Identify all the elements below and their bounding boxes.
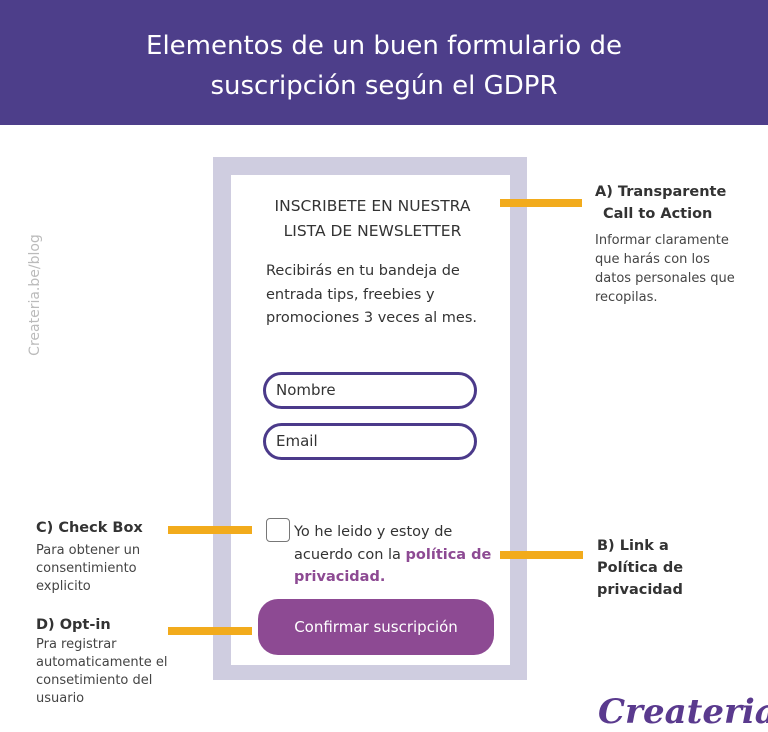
page-title: Elementos de un buen formulario de suscr… [0, 26, 768, 106]
annotation-d: D) Opt-in Pra registrar automaticamente … [36, 614, 176, 708]
title-line-2: suscripción según el GDPR [210, 71, 558, 101]
header-banner [0, 0, 768, 125]
annotation-c-title: C) Check Box [36, 520, 143, 536]
createria-logo: Createria [598, 692, 768, 732]
confirm-subscription-button[interactable]: Confirmar suscripción [258, 599, 494, 655]
annotation-a-subtitle: Call to Action [603, 206, 713, 222]
consent-checkbox[interactable] [266, 518, 290, 542]
annotation-a: A) Transparente Call to Action Informar … [595, 181, 765, 307]
annotation-c: C) Check Box Para obtener un consentimie… [36, 517, 161, 596]
title-line-1: Elementos de un buen formulario de [146, 31, 622, 61]
consent-label: Yo he leido y estoy de acuerdo con la [294, 524, 453, 563]
form-title-line-1: INSCRIBETE EN NUESTRA [274, 197, 471, 215]
annotation-d-title: D) Opt-in [36, 617, 111, 633]
annotation-a-title: A) Transparente [595, 184, 727, 200]
annotation-a-description: Informar claramente que harás con los da… [595, 233, 735, 305]
connector-b [500, 551, 583, 559]
form-title: INSCRIBETE EN NUESTRA LISTA DE NEWSLETTE… [240, 194, 505, 244]
connector-d [168, 627, 252, 635]
email-input[interactable]: Email [263, 423, 477, 460]
connector-a [500, 199, 582, 207]
annotation-c-description: Para obtener un consentimiento explicito [36, 543, 141, 594]
watermark: Createria.be/blog [27, 234, 43, 356]
annotation-d-description: Pra registrar automaticamente el conseti… [36, 637, 168, 706]
form-card [231, 175, 510, 665]
name-input[interactable]: Nombre [263, 372, 477, 409]
connector-c [168, 526, 252, 534]
consent-text: Yo he leido y estoy de acuerdo con la po… [294, 521, 494, 589]
annotation-b: B) Link a Política de privacidad [597, 538, 684, 598]
form-description: Recibirás en tu bandeja de entrada tips,… [266, 263, 477, 326]
privacy-policy-link[interactable]: política de privacidad. [294, 546, 492, 586]
form-title-line-2: LISTA DE NEWSLETTER [283, 222, 462, 240]
